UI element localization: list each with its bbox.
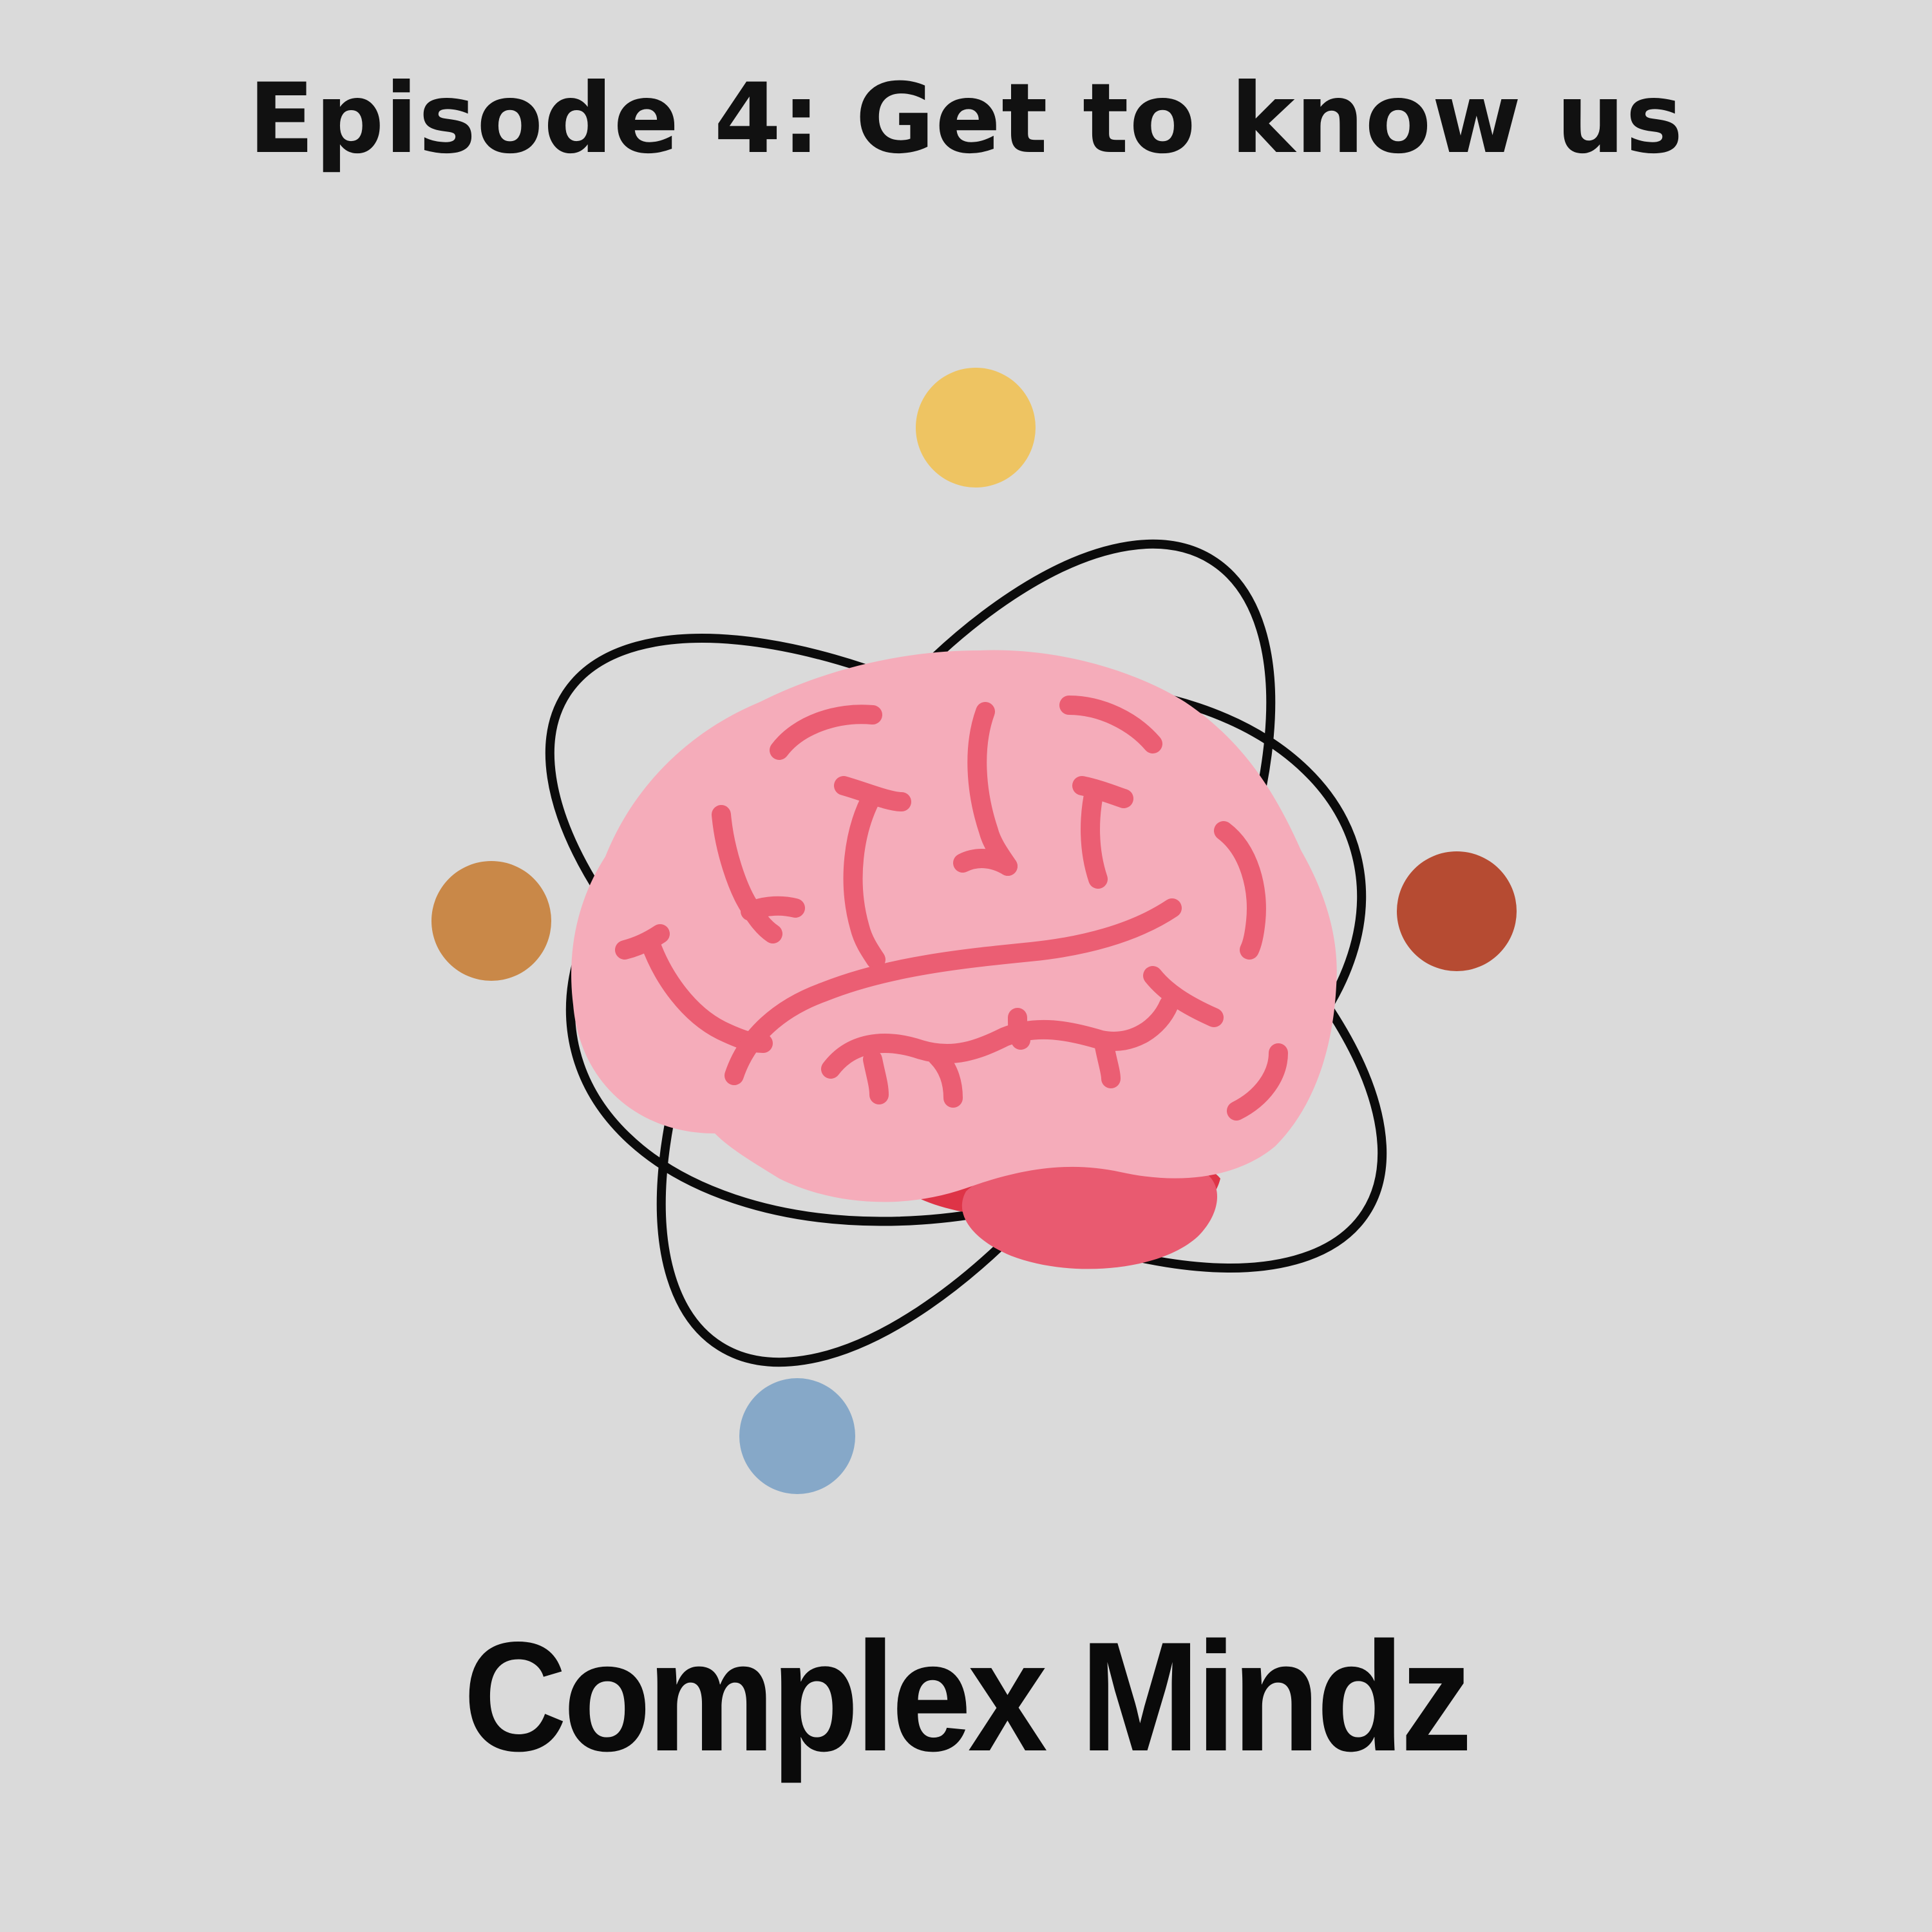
electron-red bbox=[1397, 851, 1517, 971]
cerebellum bbox=[961, 1160, 1217, 1269]
episode-title: Episode 4: Get to know us bbox=[248, 63, 1684, 175]
electron-orange bbox=[431, 861, 551, 981]
brain-body bbox=[571, 650, 1337, 1202]
brain-icon bbox=[571, 650, 1337, 1269]
electron-blue bbox=[739, 1378, 855, 1494]
electron-yellow bbox=[916, 368, 1036, 488]
brain-folds bbox=[615, 696, 1288, 1121]
show-title: Complex Mindz bbox=[463, 1610, 1473, 1784]
electrons bbox=[431, 368, 1517, 1494]
